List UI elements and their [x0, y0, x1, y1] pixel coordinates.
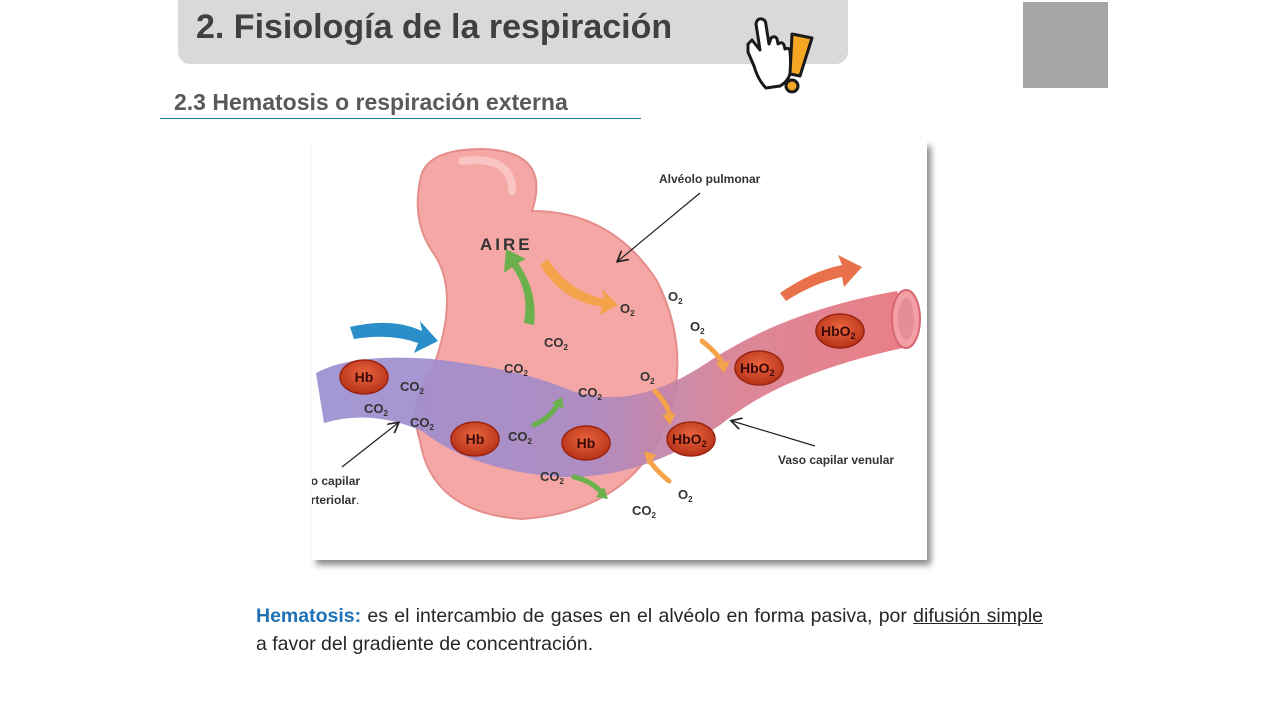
- page-title: 2. Fisiología de la respiración: [196, 8, 673, 46]
- o2-label: O2: [690, 319, 705, 336]
- cell-label-hbo2-3: HbO2: [821, 323, 856, 341]
- cell-label-hbo2-2: HbO2: [740, 360, 775, 378]
- term-hematosis: Hematosis:: [256, 605, 362, 627]
- co2-label: CO2: [400, 379, 425, 396]
- section-subtitle: 2.3 Hematosis o respiración externa: [174, 89, 568, 115]
- hematosis-diagram: Hb Hb Hb HbO2 HbO2 HbO2: [312, 141, 927, 560]
- subtitle-underline: [160, 118, 641, 119]
- o2-label: O2: [678, 487, 693, 504]
- co2-label: CO2: [578, 385, 603, 402]
- description-text-1: es el intercambio de gases en el alvéolo…: [361, 605, 914, 627]
- label-alveolo-pulmonar: Alvéolo pulmonar: [659, 172, 761, 186]
- label-vaso-arteriolar-2: arteriolar.: [312, 493, 359, 507]
- title-bar: [178, 0, 848, 64]
- co2-label: CO2: [508, 429, 533, 446]
- pointing-hand-exclamation-icon: [746, 17, 814, 94]
- co2-label: CO2: [504, 361, 529, 378]
- co2-exit-arrow: [504, 249, 535, 325]
- cell-label-hb-2: Hb: [466, 431, 485, 447]
- underlined-term: difusión simple: [913, 605, 1043, 627]
- description-text-2: a favor del gradiente de concentración.: [256, 633, 594, 655]
- co2-label: CO2: [540, 469, 565, 486]
- label-aire: AIRE: [480, 235, 533, 254]
- gray-block: [1023, 2, 1108, 88]
- label-vaso-arteriolar-1: Vaso capilar: [312, 474, 360, 488]
- co2-label: CO2: [632, 503, 657, 520]
- o2-label: O2: [620, 301, 635, 318]
- co2-label: CO2: [364, 401, 389, 418]
- co2-label: CO2: [410, 415, 435, 432]
- cell-label-hb-1: Hb: [355, 369, 374, 385]
- label-vaso-venular: Vaso capilar venular: [778, 453, 894, 467]
- co2-label: CO2: [544, 335, 569, 352]
- air-o2-arrow: [540, 259, 618, 315]
- blood-out-arrow: [780, 255, 862, 301]
- o2-label: O2: [668, 289, 683, 306]
- blood-in-arrow: [350, 321, 438, 353]
- description-paragraph: Hematosis: es el intercambio de gases en…: [256, 602, 1043, 658]
- red-blood-cells: [339, 313, 865, 461]
- cell-label-hbo2-1: HbO2: [672, 431, 707, 449]
- cell-label-hb-3: Hb: [577, 435, 596, 451]
- o2-label: O2: [640, 369, 655, 386]
